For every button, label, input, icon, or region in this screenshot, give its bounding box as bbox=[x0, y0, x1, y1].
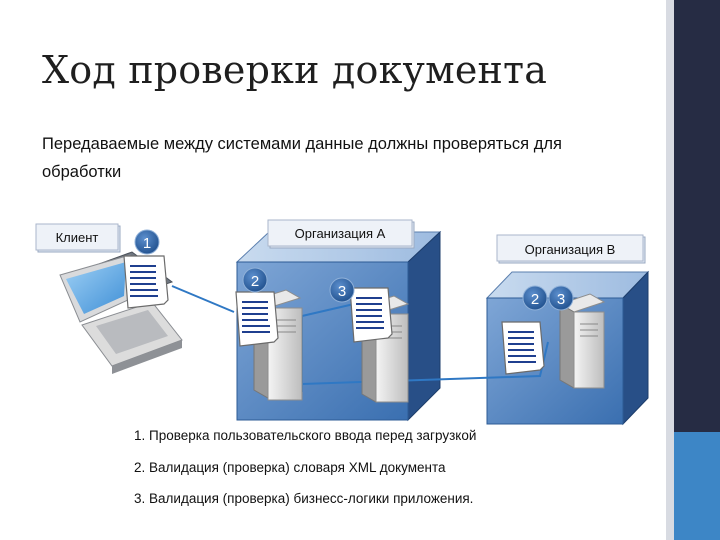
document-icon bbox=[235, 291, 279, 347]
step-marker-3: 3 bbox=[329, 277, 355, 303]
organization-b-label: Организация В bbox=[525, 242, 616, 257]
client-label-box: Клиент bbox=[35, 223, 121, 253]
page-title: Ход проверки документа bbox=[42, 48, 548, 92]
subtitle: Передаваемые между системами данные долж… bbox=[42, 135, 562, 181]
step-marker-1: 1 bbox=[134, 229, 160, 255]
sidebar-stripe-light bbox=[666, 0, 674, 540]
svg-text:2: 2 bbox=[251, 273, 259, 290]
svg-text:1: 1 bbox=[143, 235, 151, 252]
sidebar-accent-block bbox=[674, 432, 720, 540]
document-icon bbox=[349, 287, 393, 343]
step-marker-3: 3 bbox=[548, 285, 574, 311]
server-icon bbox=[558, 293, 606, 389]
step-marker-2: 2 bbox=[242, 267, 268, 293]
organization-a-label-box: Организация А bbox=[267, 219, 415, 249]
svg-text:3: 3 bbox=[557, 291, 565, 308]
step-marker-2: 2 bbox=[522, 285, 548, 311]
svg-text:3: 3 bbox=[338, 283, 346, 300]
organization-a-label: Организация А bbox=[295, 226, 386, 241]
client-label: Клиент bbox=[56, 230, 99, 245]
step-description-3: 3. Валидация (проверка) бизнесс-логики п… bbox=[134, 491, 474, 506]
step-description-2: 2. Валидация (проверка) словаря XML доку… bbox=[134, 460, 446, 475]
step-description-1: 1. Проверка пользовательского ввода пере… bbox=[134, 428, 477, 443]
svg-text:2: 2 bbox=[531, 291, 539, 308]
document-icon bbox=[501, 321, 545, 375]
organization-b-label-box: Организация В bbox=[496, 234, 646, 264]
document-icon bbox=[123, 255, 169, 309]
